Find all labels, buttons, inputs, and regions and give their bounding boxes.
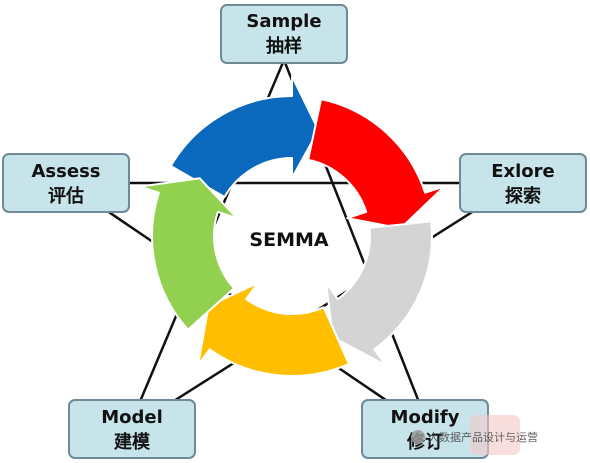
cycle-arrow-sample [169, 75, 320, 198]
stage-box-modify: Modify 修订 [361, 399, 489, 459]
stage-rect [220, 4, 348, 64]
cycle-arrow-explore [307, 98, 446, 230]
star-line [127, 181, 519, 432]
cycle-ring [138, 75, 446, 378]
stage-label-en: Sample [246, 11, 321, 32]
stage-label-en: Exlore [491, 161, 555, 182]
stage-box-sample: Sample 抽样 [220, 4, 348, 64]
cycle-arrow-assess [138, 177, 238, 331]
watermark-logo [470, 415, 520, 455]
stage-box-explore: Exlore 探索 [459, 153, 587, 213]
stage-label-zh: 评估 [48, 185, 84, 207]
stage-box-assess: Assess 评估 [2, 153, 130, 213]
stage-label-en: Model [101, 407, 163, 428]
watermark-text: 大数据产品设计与运营 [428, 430, 538, 444]
cycle-arrow-model [197, 281, 350, 378]
watermark: 大数据产品设计与运营 [411, 415, 538, 455]
stage-label-en: Assess [32, 161, 101, 182]
stage-label-en: Modify [391, 407, 460, 428]
center-label: SEMMA [249, 229, 328, 251]
stage-rect [68, 399, 196, 459]
stage-rect [2, 153, 130, 213]
stage-box-model: Model 建模 [68, 399, 196, 459]
stage-rect [459, 153, 587, 213]
stage-label-zh: 建模 [114, 431, 151, 453]
stage-label-zh: 抽样 [266, 35, 302, 57]
cycle-arrow-modify [325, 220, 433, 367]
wechat-icon [411, 430, 425, 444]
stage-label-zh: 探索 [505, 185, 541, 207]
